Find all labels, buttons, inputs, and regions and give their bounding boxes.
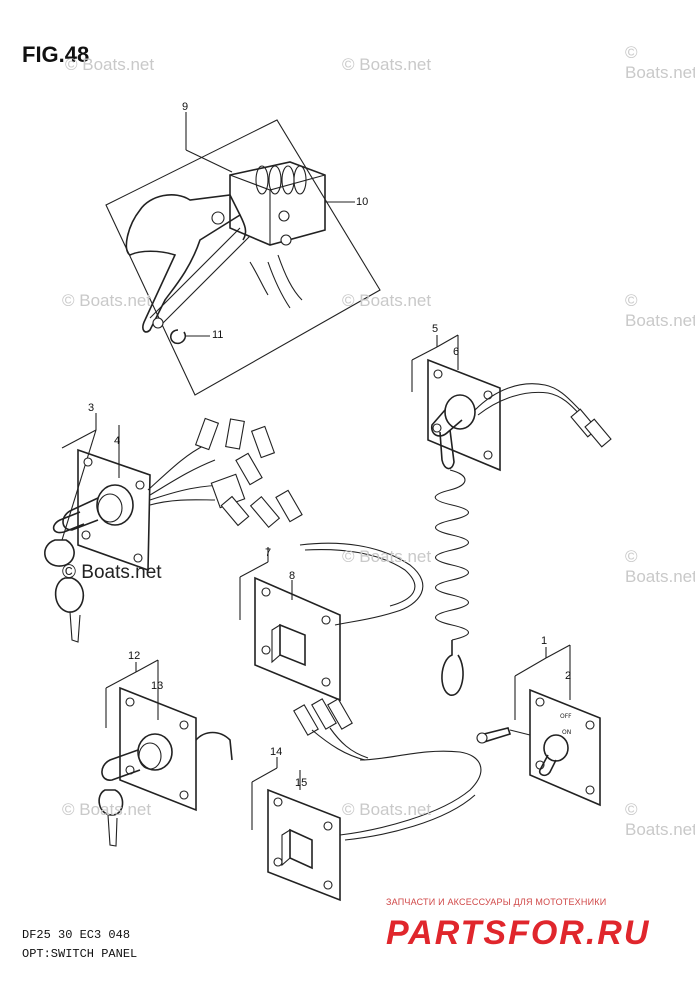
callout-9: 9 xyxy=(182,101,189,113)
brand-tagline: ЗАПЧАСТИ И АКСЕССУАРЫ ДЛЯ МОТОТЕХНИКИ xyxy=(386,897,607,907)
part-14-switch-panel xyxy=(251,698,482,902)
callout-3: 3 xyxy=(88,402,95,414)
callout-15: 15 xyxy=(295,777,308,789)
callout-8: 8 xyxy=(289,570,296,582)
watermark: © Boats.net xyxy=(62,291,152,310)
watermark: © Boats.net xyxy=(625,800,695,839)
partsfor-logo: PARTSFOR.RU xyxy=(386,914,650,952)
watermark: © Boats.net xyxy=(342,800,432,819)
callout-14: 14 xyxy=(270,746,283,758)
part-3-main-switch-panel xyxy=(44,413,303,643)
watermark: © Boats.net xyxy=(65,55,155,74)
part-12-key-switch-panel xyxy=(98,659,233,847)
watermark: © Boats.net xyxy=(342,291,432,310)
callout-10: 10 xyxy=(356,196,369,208)
callout-4: 4 xyxy=(114,435,121,447)
callout-12: 12 xyxy=(128,650,141,662)
watermark: © Boats.net xyxy=(625,547,695,586)
watermark: © Boats.net xyxy=(62,800,152,819)
callout-1: 1 xyxy=(541,635,548,647)
watermark: © Boats.net xyxy=(342,55,432,74)
kill-switch-on-label: ON xyxy=(562,729,571,736)
part-5-stop-switch-panel xyxy=(411,334,612,696)
figure-code: DF25 30 EC3 048 xyxy=(22,928,131,942)
partsfor-logo-text: PARTSFOR.RU xyxy=(386,914,650,952)
callout-11: 11 xyxy=(212,329,224,341)
part-9-lever-assembly xyxy=(105,112,381,396)
callout-7: 7 xyxy=(265,547,272,559)
callout-6: 6 xyxy=(453,346,460,358)
callout-5: 5 xyxy=(432,323,439,335)
figure-name: OPT:SWITCH PANEL xyxy=(22,947,138,961)
watermark: © Boats.net xyxy=(625,43,695,82)
kill-switch-off-label: OFF xyxy=(560,713,572,720)
callout-13: 13 xyxy=(151,680,164,692)
part-1-stop-panel: OFF ON xyxy=(476,644,601,807)
watermark-strong: © Boats.net xyxy=(62,562,162,583)
callout-2: 2 xyxy=(565,670,572,682)
watermark: © Boats.net xyxy=(625,291,695,330)
figure-title: FIG.48 xyxy=(22,42,90,67)
part-7-switch-panel xyxy=(239,542,424,702)
watermark: © Boats.net xyxy=(342,547,432,566)
